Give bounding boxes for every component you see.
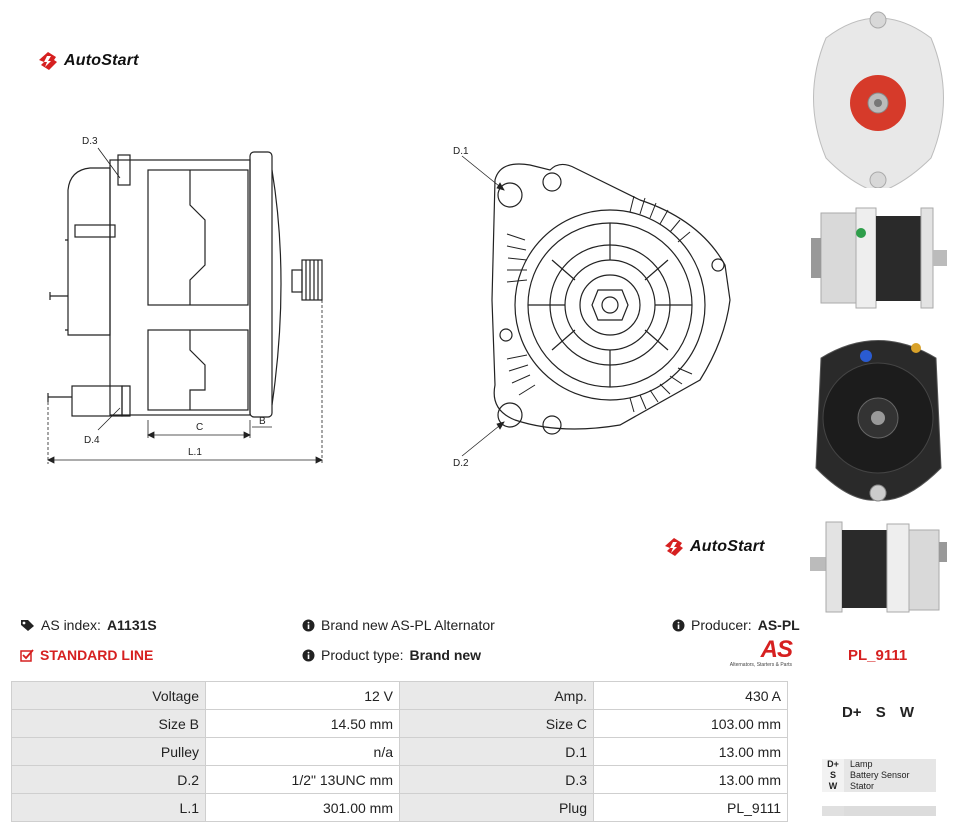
legend-empty-desc bbox=[844, 806, 936, 816]
label-c: C bbox=[196, 422, 203, 433]
spec-value: 12 V bbox=[205, 681, 400, 710]
as-pl-logo-mark: AS bbox=[760, 636, 793, 663]
tag-icon bbox=[21, 619, 34, 631]
as-pl-logo: AS Alternators, Starters & Parts bbox=[704, 636, 793, 669]
spec-label: Pulley bbox=[11, 737, 206, 766]
as-index: AS index: A1131S bbox=[20, 617, 157, 633]
checkbox-icon bbox=[20, 648, 34, 662]
spec-value: 301.00 mm bbox=[205, 793, 400, 822]
spec-label: Size B bbox=[11, 709, 206, 738]
brand-name: AutoStart bbox=[64, 52, 139, 69]
spec-label: Voltage bbox=[11, 681, 206, 710]
info-circle-icon bbox=[302, 649, 315, 661]
product-description: Brand new AS-PL Alternator bbox=[302, 617, 495, 633]
spec-value: 13.00 mm bbox=[593, 765, 788, 794]
product-type-value: Brand new bbox=[409, 647, 482, 663]
as-index-label: AS index: bbox=[41, 617, 101, 633]
plug-code: PL_9111 bbox=[848, 647, 908, 664]
product-type: Product type: Brand new bbox=[302, 647, 481, 663]
producer: Producer: AS-PL bbox=[672, 617, 800, 633]
as-pl-logo-tagline: Alternators, Starters & Parts bbox=[729, 662, 792, 668]
legend-desc: Lamp bbox=[844, 759, 936, 770]
info-circle-icon bbox=[672, 619, 685, 631]
label-l1: L.1 bbox=[188, 447, 202, 458]
info-circle-icon bbox=[302, 619, 315, 631]
spec-value: 13.00 mm bbox=[593, 737, 788, 766]
legend-row: S Battery Sensor bbox=[822, 770, 936, 781]
spec-value: n/a bbox=[205, 737, 400, 766]
legend-empty-key bbox=[822, 806, 844, 816]
legend-desc: Stator bbox=[844, 781, 936, 792]
label-b: B bbox=[259, 416, 266, 427]
legend-empty-row bbox=[822, 806, 936, 816]
standard-line: STANDARD LINE bbox=[20, 647, 153, 663]
pin-legend: D+ Lamp S Battery Sensor W Stator bbox=[822, 759, 936, 816]
spec-label: Amp. bbox=[399, 681, 594, 710]
label-d1: D.1 bbox=[453, 146, 469, 157]
autostart-logo-icon-secondary bbox=[665, 538, 683, 556]
legend-key: W bbox=[822, 781, 844, 792]
spec-value: 1/2" 13UNC mm bbox=[205, 765, 400, 794]
product-photo-rear bbox=[813, 11, 944, 188]
spec-value: PL_9111 bbox=[593, 793, 788, 822]
description-text: Brand new AS-PL Alternator bbox=[321, 617, 495, 633]
plug-pins: D+ S W bbox=[841, 704, 915, 721]
autostart-logo-secondary: AutoStart bbox=[664, 537, 765, 557]
side-view-drawing: D.3 D.4 C B L.1 bbox=[47, 136, 323, 464]
producer-value: AS-PL bbox=[757, 617, 800, 633]
spec-value: 430 A bbox=[593, 681, 788, 710]
label-d3: D.3 bbox=[82, 136, 98, 147]
legend-row: W Stator bbox=[822, 781, 936, 792]
legend-row: D+ Lamp bbox=[822, 759, 936, 770]
legend-key: S bbox=[822, 770, 844, 781]
brand-name-secondary: AutoStart bbox=[690, 538, 765, 555]
autostart-logo-icon bbox=[39, 52, 57, 70]
spec-label: Plug bbox=[399, 793, 594, 822]
product-photo-side-2 bbox=[810, 521, 947, 613]
spec-value: 14.50 mm bbox=[205, 709, 400, 738]
spec-label: D.2 bbox=[11, 765, 206, 794]
product-photo-front bbox=[815, 340, 942, 502]
product-photo-side bbox=[811, 207, 947, 309]
label-d2: D.2 bbox=[453, 458, 469, 469]
product-type-label: Product type: bbox=[321, 647, 404, 663]
spec-label: Size C bbox=[399, 709, 594, 738]
spec-label: D.1 bbox=[399, 737, 594, 766]
spec-label: D.3 bbox=[399, 765, 594, 794]
legend-desc: Battery Sensor bbox=[844, 770, 936, 781]
as-index-value: A1131S bbox=[106, 617, 157, 633]
producer-label: Producer: bbox=[691, 617, 752, 633]
label-d4: D.4 bbox=[84, 435, 100, 446]
front-view-drawing: D.1 D.2 bbox=[453, 146, 731, 469]
spec-value: 103.00 mm bbox=[593, 709, 788, 738]
spec-label: L.1 bbox=[11, 793, 206, 822]
standard-line-label: STANDARD LINE bbox=[40, 647, 154, 663]
autostart-logo: AutoStart bbox=[38, 51, 139, 71]
legend-key: D+ bbox=[822, 759, 844, 770]
